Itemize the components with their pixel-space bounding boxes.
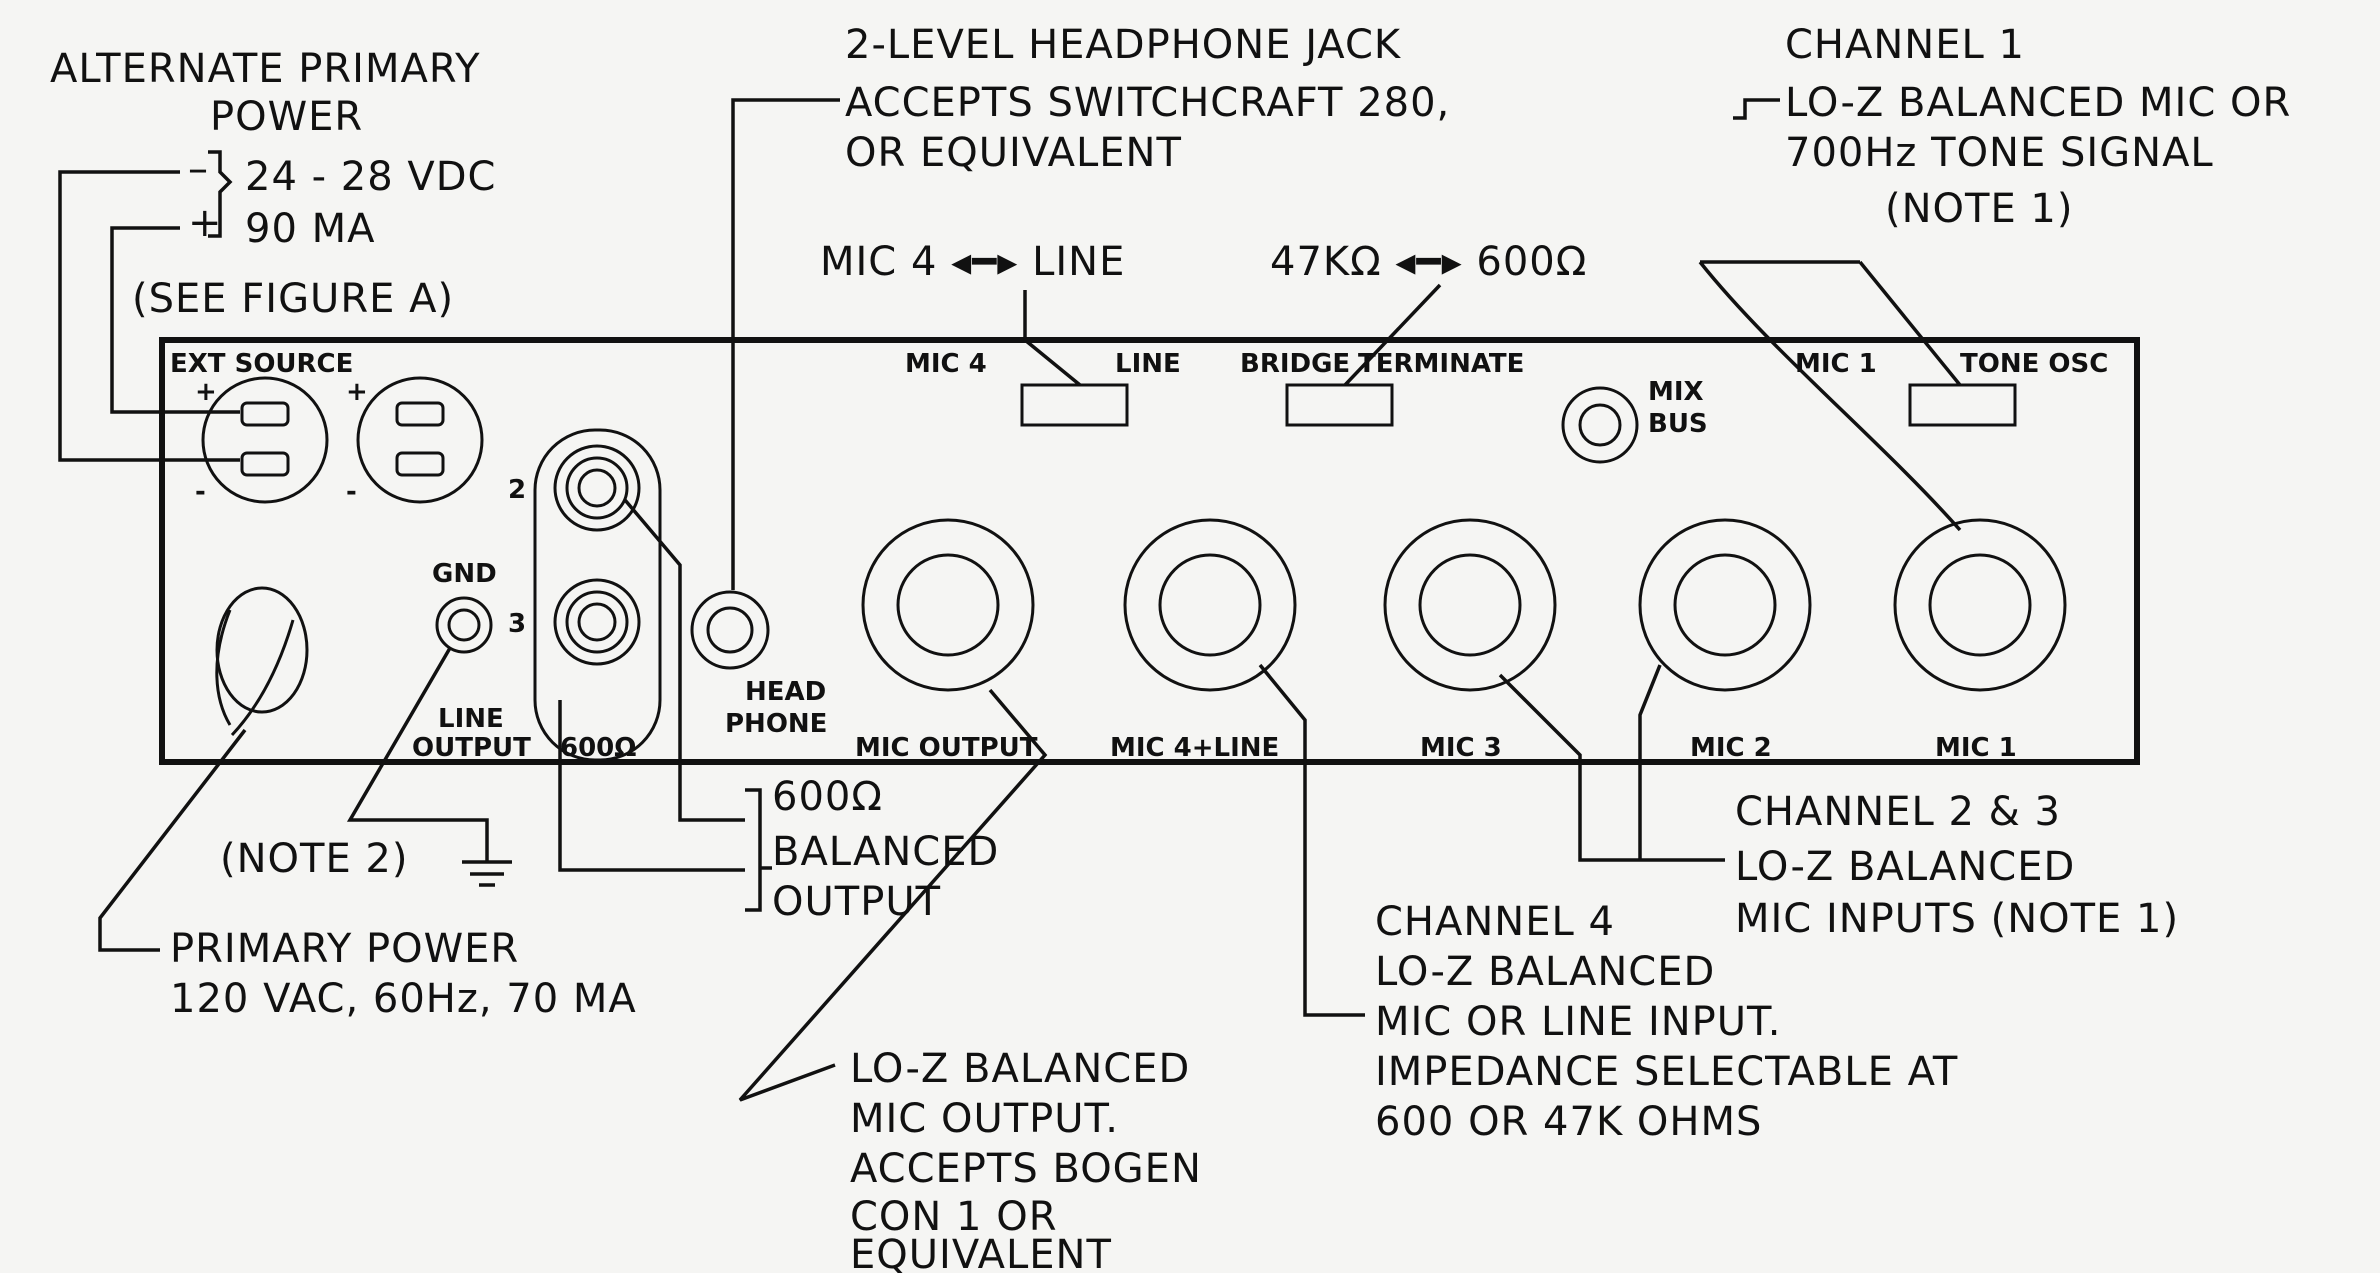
line-output-terminal-3 <box>553 578 641 666</box>
sw-mic1-label: MIC 1 <box>1795 349 1877 379</box>
gnd-label: GND <box>432 559 497 589</box>
power-cord-grommet <box>215 586 309 737</box>
leader-impedance-switch <box>1343 283 1442 387</box>
sw-line-label: LINE <box>1115 349 1181 379</box>
mic3-panel-label: MIC 3 <box>1420 733 1502 763</box>
sw-mic4-label: MIC 4 <box>905 349 987 379</box>
leader-mic4-switch <box>1023 290 1082 387</box>
mic2-panel-label: MIC 2 <box>1690 733 1772 763</box>
sw-tone-osc-label: TONE OSC <box>1960 349 2108 379</box>
ext-minus-1: - <box>195 477 206 507</box>
leader-alt-power-plus <box>110 226 240 414</box>
headphone-jack-callout: 2-LEVEL HEADPHONE JACK ACCEPTS SWITCHCRA… <box>845 22 1464 176</box>
gnd-terminal <box>435 596 493 654</box>
panel-outline <box>159 337 2140 765</box>
ext-source-connector-2 <box>356 376 484 504</box>
pin-2-label: 2 <box>508 475 526 505</box>
leader-channel23-mic2 <box>1638 664 1662 860</box>
impedance-switch-callout: 47KΩ ◂━▸ 600Ω <box>1270 239 1587 285</box>
see-figure-a: (SEE FIGURE A) <box>132 276 454 322</box>
mic1-panel-label: MIC 1 <box>1935 733 2017 763</box>
ext-plus-2: + <box>346 377 368 407</box>
ext-minus-2: - <box>346 477 357 507</box>
channel4-callout: CHANNEL 4 LO-Z BALANCED MIC OR LINE INPU… <box>1375 899 1972 1145</box>
ext-source-connector-1 <box>201 376 329 504</box>
line-output-terminal-2 <box>553 444 641 532</box>
mic-output-callout: LO-Z BALANCED MIC OUTPUT. ACCEPTS BOGEN … <box>850 1046 1216 1273</box>
mic-output-jack <box>861 518 1035 692</box>
leader-channel23-mic3 <box>1498 673 1725 862</box>
ext-source-label: EXT SOURCE <box>170 349 353 379</box>
mic-output-panel-label: MIC OUTPUT <box>855 733 1038 763</box>
tone-osc-switch <box>1908 383 2017 427</box>
leader-channel4 <box>1258 663 1365 1017</box>
ext-plus-1: + <box>195 377 217 407</box>
mix-label: MIX <box>1648 377 1704 407</box>
leader-headphone <box>731 98 840 590</box>
note2-callout: (NOTE 2) <box>220 836 409 882</box>
mix-bus-jack <box>1561 386 1639 464</box>
ground-symbol <box>462 860 512 887</box>
headphone-jack <box>690 590 770 670</box>
alt-power-amps: 90 MA <box>245 206 376 252</box>
mic3-jack <box>1383 518 1557 692</box>
channel1-callout: CHANNEL 1 LO-Z BALANCED MIC OR 700Hz TON… <box>1785 22 2305 232</box>
channel23-callout: CHANNEL 2 & 3 LO-Z BALANCED MIC INPUTS (… <box>1735 789 2179 942</box>
leader-gnd <box>346 647 489 862</box>
alt-power-volts: 24 - 28 VDC <box>245 154 496 200</box>
bus-label: BUS <box>1648 409 1708 439</box>
leader-line-out-2 <box>623 498 745 822</box>
head-label: HEAD <box>745 677 826 707</box>
leader-channel1-switch <box>1858 260 1962 387</box>
line-output-plate <box>533 428 662 762</box>
leader-channel1-jack <box>1698 260 1962 532</box>
phone-label: PHONE <box>725 709 827 739</box>
sw-bridge-label: BRIDGE <box>1240 349 1350 379</box>
mic4-line-switch-callout: MIC 4 ◂━▸ LINE <box>820 239 1125 285</box>
mic1-jack <box>1893 518 2067 692</box>
mic4-line-jack <box>1123 518 1297 692</box>
ohm600-panel-label: 600Ω <box>560 733 636 763</box>
leader-primary-power <box>98 728 247 952</box>
balanced-output-callout: 600Ω BALANCED OUTPUT <box>772 774 1013 925</box>
leader-mic-output <box>738 688 1048 1102</box>
mic4-line-panel-label: MIC 4+LINE <box>1110 733 1279 763</box>
balanced-output-bracket <box>745 788 772 912</box>
alt-power-callout: ALTERNATE PRIMARY POWER <box>50 46 494 140</box>
leader-line-out-3 <box>558 700 745 872</box>
primary-power-callout: PRIMARY POWER 120 VAC, 60Hz, 70 MA <box>170 926 637 1022</box>
alt-power-plus: + <box>188 200 223 246</box>
impedance-switch <box>1285 383 1394 427</box>
leader-channel1 <box>1733 98 1780 120</box>
sw-terminate-label: TERMINATE <box>1358 349 1524 379</box>
leader-alt-power-minus <box>58 170 240 462</box>
output-label: OUTPUT <box>412 733 531 763</box>
mic2-jack <box>1638 518 1812 692</box>
alt-power-bracket <box>208 150 233 238</box>
mic4-line-switch <box>1020 383 1129 427</box>
line-label: LINE <box>438 704 504 734</box>
pin-3-label: 3 <box>508 609 526 639</box>
alt-power-minus: – <box>188 146 209 192</box>
